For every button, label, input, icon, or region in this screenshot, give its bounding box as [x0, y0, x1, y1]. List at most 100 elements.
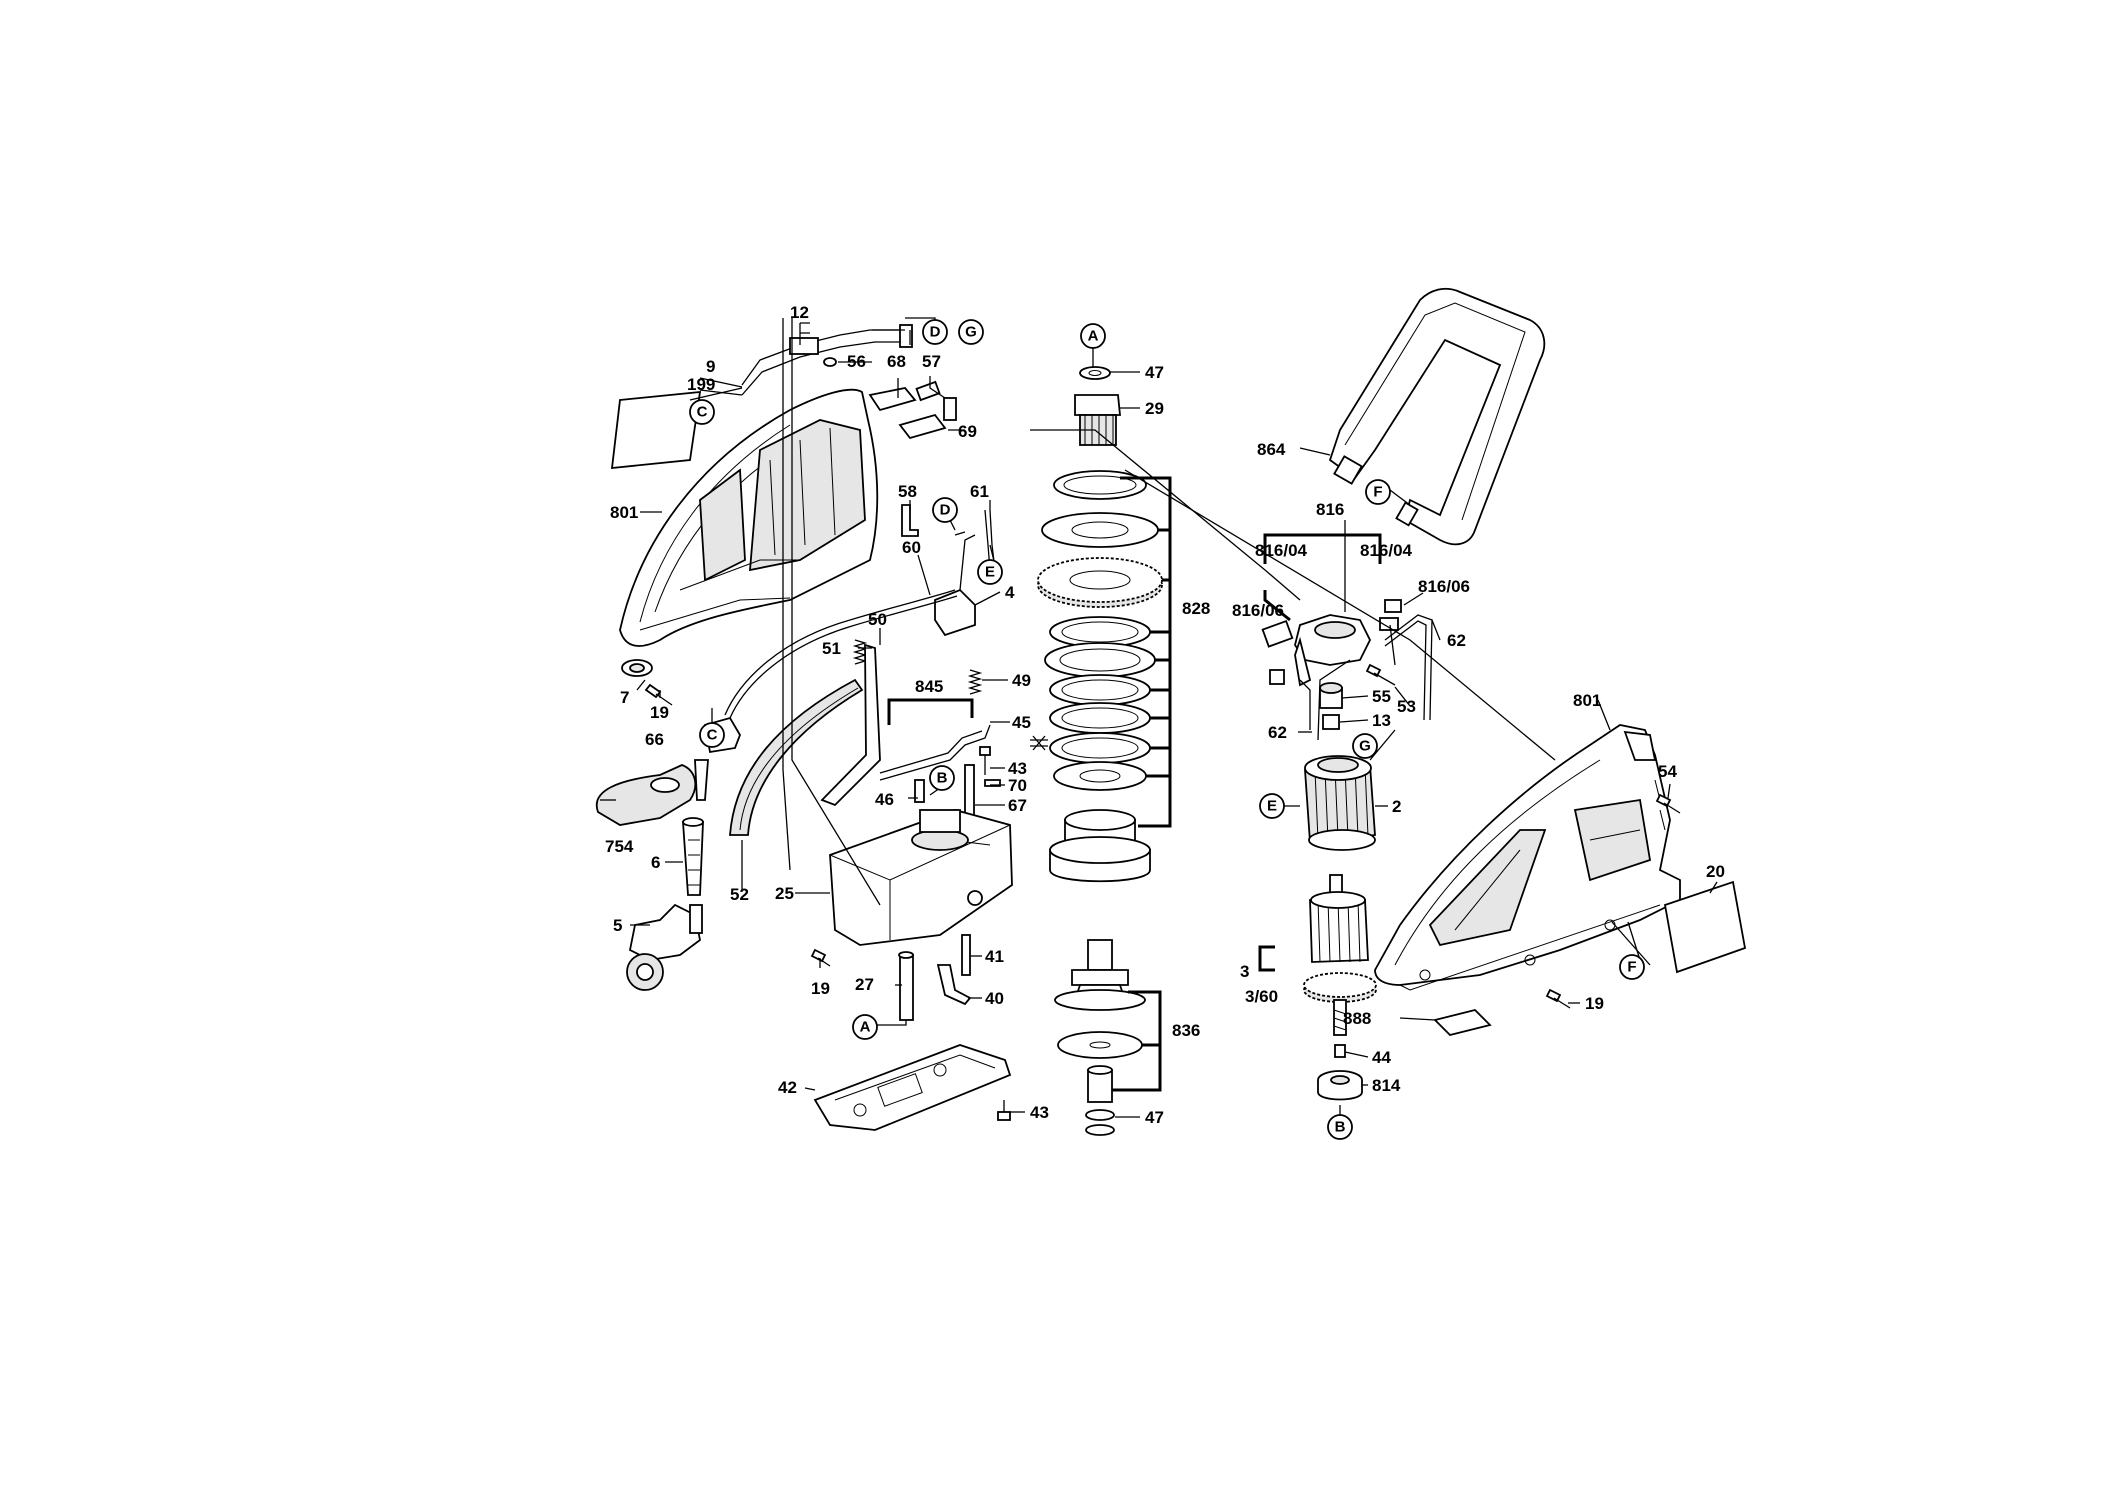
callout-A-top: A [1088, 328, 1099, 345]
guide-52 [729, 678, 864, 836]
brush-13 [1322, 714, 1340, 730]
screw-54 [1655, 793, 1681, 814]
spring-51 [852, 639, 868, 665]
callout-814: 814 [1372, 1076, 1401, 1095]
callout-801-right: 801 [1573, 691, 1601, 710]
switch-assembly-816 [1261, 599, 1402, 687]
callout-labels: 12 D G 9 199 C 56 68 57 69 801 58 61 D 6… [605, 303, 1725, 1140]
callout-3: 3 [1240, 962, 1249, 981]
label-plate-20 [1663, 880, 1747, 974]
screw-19b [810, 948, 831, 967]
pin-27 [899, 954, 914, 1021]
callout-D-top: D [930, 324, 941, 341]
callout-circle-G [958, 319, 984, 345]
callout-C-top: C [697, 404, 708, 421]
callout-816-04-right: 816/04 [1360, 541, 1413, 560]
callout-828: 828 [1182, 599, 1210, 618]
callout-19-right: 19 [1585, 994, 1604, 1013]
callout-F-top: F [1373, 484, 1382, 501]
callout-816: 816 [1316, 500, 1344, 519]
callout-47-bottom: 47 [1145, 1108, 1164, 1127]
callout-50: 50 [868, 610, 887, 629]
cap-754 [595, 764, 697, 826]
callout-62-right: 62 [1447, 631, 1466, 650]
screw-19c [1545, 988, 1571, 1009]
callout-6: 6 [651, 853, 660, 872]
callout-19-left: 19 [650, 703, 669, 722]
callout-27: 27 [855, 975, 874, 994]
callout-47-top: 47 [1145, 363, 1164, 382]
screw-43a [979, 746, 991, 775]
callout-816-06-left: 816/06 [1232, 601, 1284, 620]
callout-53: 53 [1397, 697, 1416, 716]
stator-2 [1304, 755, 1376, 851]
lever-50 [820, 643, 881, 807]
callout-40: 40 [985, 989, 1004, 1008]
small-clips [823, 357, 957, 440]
callout-B-right: B [1335, 1119, 1346, 1136]
callout-46: 46 [875, 790, 894, 809]
callout-51: 51 [822, 639, 841, 658]
bracket-816 [1263, 533, 1382, 564]
callout-42: 42 [778, 1078, 797, 1097]
callout-801-left: 801 [610, 503, 638, 522]
gear-housing-25 [829, 809, 1013, 946]
callout-845: 845 [915, 677, 943, 696]
callout-E-left: E [985, 564, 995, 581]
callout-67: 67 [1008, 796, 1027, 815]
callout-199: 199 [687, 375, 715, 394]
left-housing-half [619, 388, 879, 647]
callout-52: 52 [730, 885, 749, 904]
bracket-828 [1120, 476, 1172, 828]
callout-43-upper: 43 [1008, 759, 1027, 778]
gear-stack [1030, 366, 1163, 1136]
right-housing-half [1374, 724, 1681, 991]
callout-F-bottom: F [1627, 959, 1636, 976]
spring-49 [967, 669, 983, 695]
callout-60: 60 [902, 538, 921, 557]
callout-43-lower: 43 [1030, 1103, 1049, 1122]
callout-29: 29 [1145, 399, 1164, 418]
callout-B-left: B [937, 770, 948, 787]
label-plate-9 [610, 390, 702, 470]
callout-5: 5 [613, 916, 622, 935]
callout-9: 9 [706, 357, 715, 376]
callout-A-bottom: A [860, 1019, 871, 1036]
callout-54: 54 [1658, 762, 1677, 781]
callout-G-top: G [965, 324, 977, 341]
brush-holder-55 [1319, 682, 1343, 709]
bracket-845 [887, 698, 974, 725]
callout-70: 70 [1008, 776, 1027, 795]
screw-19a [644, 683, 673, 706]
callout-816-06-right: 816/06 [1418, 577, 1470, 596]
callout-55: 55 [1372, 687, 1391, 706]
pin-46 [914, 779, 925, 803]
callout-888: 888 [1343, 1009, 1371, 1028]
callout-66: 66 [645, 730, 664, 749]
callout-57: 57 [922, 352, 941, 371]
callout-61: 61 [970, 482, 989, 501]
callout-41: 41 [985, 947, 1004, 966]
callout-25: 25 [775, 884, 794, 903]
part-44 [1334, 1044, 1346, 1058]
callout-45: 45 [1012, 713, 1031, 732]
callout-D-mid: D [940, 502, 951, 519]
callout-62-left: 62 [1268, 723, 1287, 742]
callout-44: 44 [1372, 1048, 1391, 1067]
callout-circle-D [922, 319, 948, 345]
hose-6 [682, 817, 704, 896]
micro-switch-4 [934, 531, 976, 637]
callout-58: 58 [898, 482, 917, 501]
callout-20: 20 [1706, 862, 1725, 881]
callout-816-04-left: 816/04 [1255, 541, 1308, 560]
callout-4: 4 [1005, 583, 1015, 602]
armature-3 [1303, 874, 1377, 1036]
callout-754: 754 [605, 837, 634, 856]
callout-12: 12 [790, 303, 809, 322]
wire-bracket-845 [879, 724, 991, 781]
callout-56: 56 [847, 352, 866, 371]
callout-7: 7 [620, 688, 629, 707]
bracket-3 [1258, 945, 1275, 972]
callout-69: 69 [958, 422, 977, 441]
